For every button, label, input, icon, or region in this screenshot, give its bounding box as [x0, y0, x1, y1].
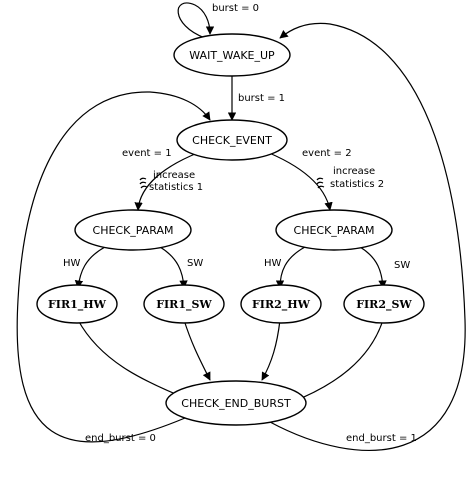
node-fir1-hw-shape [36, 284, 118, 324]
action-marker-2 [316, 177, 325, 189]
node-wait-wake-up-label: WAIT_WAKE_UP [189, 49, 275, 62]
edge-label-event-1: event = 1 [122, 148, 172, 159]
edge-end-burst-0 [16, 91, 211, 443]
edge-check-event-to-param2 [261, 149, 333, 211]
edge-end-burst-1 [269, 22, 466, 451]
edge-param1-to-fir1-sw [159, 246, 188, 289]
node-fir2-sw-label: FIR2_SW [356, 298, 412, 312]
edge-fir2-hw-to-end-burst [261, 319, 281, 381]
edge-label-increase-1: increase [153, 170, 195, 181]
node-check-param-2-shape [275, 209, 393, 251]
edge-label-hw-right: HW [264, 258, 282, 269]
edge-label-event-2: event = 2 [302, 148, 352, 159]
edge-label-end-burst-0: end_burst = 0 [85, 433, 156, 444]
action-marker-1 [139, 177, 148, 189]
node-fir1-hw-label: FIR1_HW [48, 298, 107, 312]
node-fir1-sw-shape [143, 284, 225, 324]
edge-label-burst-0: burst = 0 [212, 3, 259, 14]
edge-fir2-sw-to-end-burst [291, 319, 384, 404]
edge-fir1-sw-to-end-burst [183, 319, 211, 381]
node-check-param-2-label: CHECK_PARAM [294, 224, 375, 237]
node-check-end-burst-label: CHECK_END_BURST [181, 397, 291, 410]
node-check-event-shape [176, 119, 288, 161]
edge-fir1-hw-to-end-burst [77, 319, 191, 402]
edge-label-sw-right: SW [394, 260, 410, 271]
edge-param1-to-fir1-hw [74, 246, 106, 289]
node-fir2-hw-label: FIR2_HW [252, 298, 311, 312]
edge-param2-to-fir2-hw [275, 246, 306, 289]
node-check-param-1-shape [74, 209, 192, 251]
node-check-event-label: CHECK_EVENT [192, 134, 272, 147]
edge-param2-to-fir2-sw [359, 246, 387, 289]
node-wait-wake-up-shape [173, 33, 291, 77]
edge-label-hw-left: HW [63, 258, 81, 269]
node-check-param-1-label: CHECK_PARAM [93, 224, 174, 237]
node-check-end-burst-shape [165, 380, 307, 426]
edge-label-end-burst-1: end_burst = 1 [346, 433, 417, 444]
edge-label-statistics-1: statistics 1 [149, 182, 203, 193]
node-fir2-sw-shape [343, 284, 425, 324]
edge-label-burst-1: burst = 1 [238, 93, 285, 104]
node-fir2-hw-shape [240, 284, 322, 324]
edge-self-loop-burst-0 [177, 2, 215, 39]
edge-label-statistics-2: statistics 2 [330, 179, 384, 190]
edge-label-sw-left: SW [187, 258, 203, 269]
node-fir1-sw-label: FIR1_SW [156, 298, 212, 312]
edge-label-increase-2: increase [333, 166, 375, 177]
